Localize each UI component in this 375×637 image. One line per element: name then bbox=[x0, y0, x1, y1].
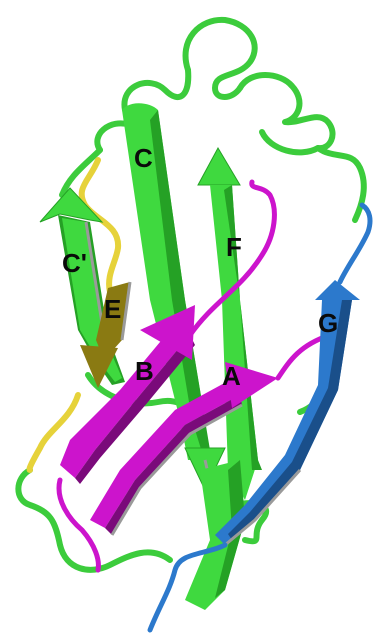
label-strand-e: E bbox=[104, 294, 121, 324]
label-strand-f: F bbox=[226, 232, 242, 262]
label-strand-b: B bbox=[135, 356, 154, 386]
label-strand-cprime: C' bbox=[62, 248, 87, 278]
label-strand-g: G bbox=[318, 308, 338, 338]
label-strand-c: C bbox=[134, 143, 153, 173]
label-strand-a: A bbox=[222, 361, 241, 391]
